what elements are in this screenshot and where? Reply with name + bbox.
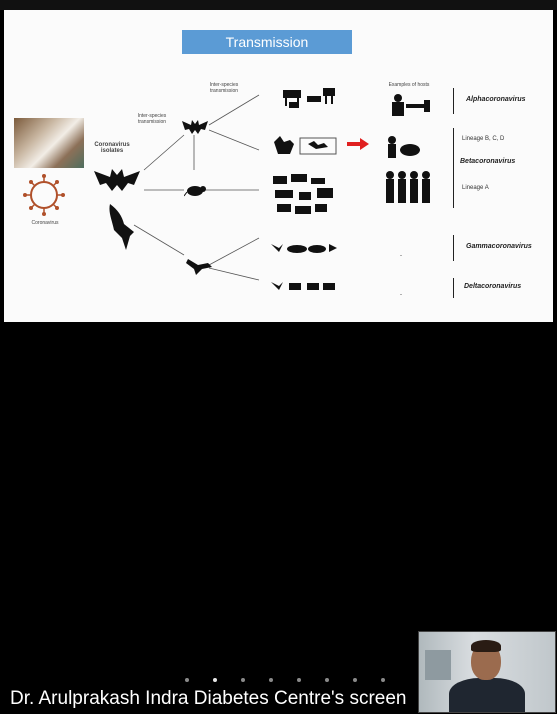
separator-4 [453,278,454,298]
shared-slide: Transmission Coronavirus Coronavirus iso… [4,10,553,322]
bird-group-2 [269,278,339,294]
page-dot[interactable] [325,678,329,682]
class-gammacoronavirus: Gammacoronavirus [466,243,532,250]
hosts-header: Examples of hosts [374,82,444,88]
dash-2: - [400,292,402,298]
page-dot[interactable] [269,678,273,682]
people-group-icon [384,170,434,204]
separator-3 [453,235,454,261]
page-dot[interactable] [297,678,301,682]
separator-1 [453,88,454,114]
top-bar [0,0,557,10]
presenter-hair [471,640,501,652]
mammal-group-2 [272,132,340,158]
page-dot-active[interactable] [213,678,217,682]
human-with-animal-icon [384,134,424,160]
bird-icon [184,255,214,277]
separator-2 [453,128,454,208]
page-dot[interactable] [185,678,189,682]
mammal-group-1 [279,82,339,112]
red-arrow-icon [347,138,369,150]
page-dot[interactable] [381,678,385,682]
rodent-icon [184,182,208,198]
class-deltacoronavirus: Deltacoronavirus [464,283,521,290]
human-animal-handler-icon [386,92,436,122]
video-shelf [425,650,451,680]
transmission-arrows [4,10,553,322]
bat-icon [181,118,209,136]
mammal-group-3 [269,170,339,220]
page-indicator[interactable] [181,674,391,684]
presenter-video-thumbnail[interactable] [418,631,556,713]
page-dot[interactable] [241,678,245,682]
lineage-bcd: Lineage B, C, D [462,136,504,142]
class-alphacoronavirus: Alphacoronavirus [466,96,526,103]
page-dot[interactable] [353,678,357,682]
bird-group-1 [269,240,339,256]
dash-1: - [400,253,402,259]
lineage-a: Lineage A [462,185,489,191]
class-betacoronavirus: Betacoronavirus [460,158,515,165]
presenter-body [449,678,525,713]
